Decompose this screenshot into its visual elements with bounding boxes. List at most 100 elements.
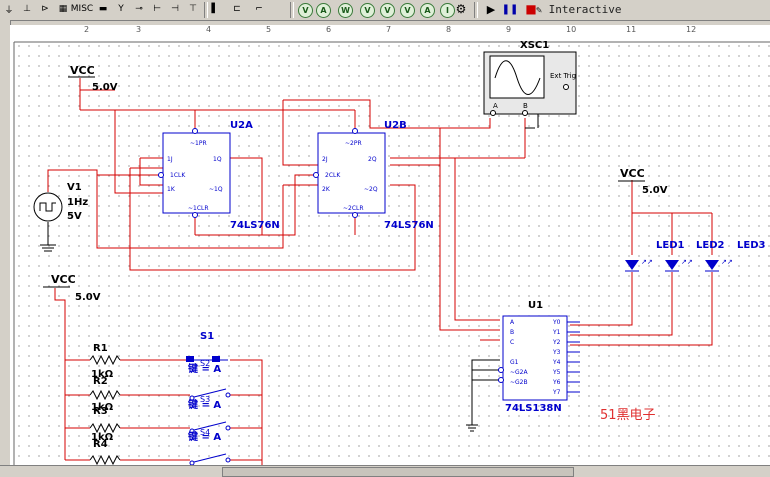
vcc-voltage: 5.0V: [92, 82, 118, 93]
bus-icon[interactable]: ▌: [211, 4, 219, 14]
pause-icon[interactable]: ❚❚: [501, 3, 519, 15]
vcc-voltage: 5.0V: [75, 292, 101, 303]
ext-trig-label: Ext Trig: [550, 72, 576, 80]
ruler-number: 12: [686, 25, 697, 34]
indicator-icon[interactable]: ▬: [98, 4, 108, 14]
led-1[interactable]: ↗↗ LED1: [625, 240, 685, 272]
vcc-left[interactable]: VCC 5.0V: [43, 273, 101, 303]
pin-label: Y1: [552, 329, 561, 336]
ruler-number: 7: [386, 25, 392, 34]
ground-wires: [40, 80, 576, 432]
ground-icon[interactable]: ⊥: [23, 4, 31, 14]
channel-a-label: A: [493, 102, 498, 110]
stop-icon[interactable]: ■: [525, 2, 537, 16]
resistor-value: 1kΩ: [91, 432, 114, 443]
resistor-value: 1kΩ: [91, 369, 114, 380]
ruler-number: 9: [506, 25, 512, 34]
switch-key-label: 键 = A: [187, 362, 221, 375]
pin-label: 2J: [322, 156, 328, 163]
wrench-icon: ✎: [536, 5, 543, 16]
u2a-name: U2A: [230, 120, 253, 131]
svg-text:↗↗: ↗↗: [681, 258, 693, 266]
analysis-button-2[interactable]: A: [316, 3, 331, 18]
pin-label: ~1PR: [190, 140, 207, 147]
electromech-icon[interactable]: ⊤: [189, 4, 197, 14]
u2a-flipflop[interactable]: U2A 74LS76N ~1PR 1J 1CLK 1K 1Q ~1Q ~1CLR: [158, 120, 280, 231]
scrollbar-thumb[interactable]: [222, 467, 574, 477]
analysis-button-6[interactable]: V: [400, 3, 415, 18]
top-ruler: 2 3 4 5 6 7 8 9 10 11 12: [10, 25, 770, 38]
xsc1-name: XSC1: [520, 40, 549, 51]
ruler-number: 3: [136, 25, 142, 34]
ruler-number: 2: [84, 25, 90, 34]
led-3[interactable]: ↗↗ LED3: [705, 240, 766, 272]
v1-source[interactable]: V1 1Hz 5V: [33, 182, 88, 222]
ruler-number: 11: [626, 25, 637, 34]
pin-label: Y2: [552, 339, 561, 346]
pin-label: Y3: [552, 349, 561, 356]
switch-key-label: 键 = A: [187, 398, 221, 411]
hierarchy-icon[interactable]: ⊏: [233, 4, 241, 14]
resistor-name: R1: [93, 343, 108, 354]
analysis-button-5[interactable]: V: [380, 3, 395, 18]
transistor-icon[interactable]: ⊳: [41, 4, 49, 14]
u1-name: U1: [528, 300, 543, 311]
pin-label: 2K: [322, 186, 331, 193]
v1-name: V1: [67, 182, 82, 193]
antenna-icon[interactable]: Y: [118, 4, 124, 14]
resistor-zigzags: [89, 354, 121, 465]
u1-part: 74LS138N: [505, 403, 562, 414]
pin-label: ~G2A: [510, 369, 528, 376]
vcc-right[interactable]: VCC 5.0V: [618, 167, 668, 196]
decoder-u1[interactable]: U1 74LS138N A B C G1 ~G2A ~G2B Y0 Y1 Y2 …: [498, 300, 581, 414]
analysis-button-4[interactable]: V: [360, 3, 375, 18]
u2b-flipflop[interactable]: U2B 74LS76N ~2PR 2J 2CLK 2K 2Q ~2Q ~2CLR: [313, 120, 434, 231]
channel-b-label: B: [523, 102, 528, 110]
resistor-name: R2: [93, 376, 108, 387]
u2b-part: 74LS76N: [384, 220, 434, 231]
switch-sub-label: S3: [200, 395, 210, 404]
pin-label: ~G2B: [510, 379, 528, 386]
pin-label: C: [510, 339, 514, 346]
horizontal-scrollbar[interactable]: [0, 465, 770, 477]
switch-s3[interactable]: 键 = A S3: [187, 388, 231, 411]
pin-label: ~1CLR: [188, 205, 209, 212]
chip-icon[interactable]: ▦: [58, 4, 68, 14]
schematic-canvas[interactable]: VCC 5.0V VCC 5.0V VCC 5.0V V1 1Hz 5V U2A…: [10, 37, 770, 465]
pin-label: ~2Q: [364, 186, 378, 193]
vcc-top[interactable]: VCC 5.0V: [68, 64, 118, 93]
simulation-mode-label: ✎ Interactive: [536, 3, 622, 16]
v1-volt: 5V: [67, 211, 82, 222]
ruler-number: 8: [446, 25, 452, 34]
led-2[interactable]: ↗↗ LED2: [665, 240, 725, 272]
pin-label: B: [510, 329, 514, 336]
analysis-button-8[interactable]: I: [440, 3, 455, 18]
misc-button[interactable]: MISC: [70, 4, 94, 14]
pin-label: 2CLK: [325, 172, 341, 179]
probe-icon[interactable]: ⊸: [135, 4, 143, 14]
pin-label: G1: [510, 359, 519, 366]
watermark-text: 51黑电子: [600, 408, 656, 423]
pin-label: ~2PR: [345, 140, 362, 147]
switch-s5[interactable]: [189, 453, 231, 465]
vcc-label: VCC: [51, 273, 76, 286]
power-icon[interactable]: ⏚: [4, 5, 14, 16]
resistor-labels: R1 1kΩ R2 1kΩ R3 1kΩ R4: [91, 343, 114, 450]
misc-icon[interactable]: ⊢: [153, 4, 161, 14]
switch-s4[interactable]: 键 = A S4: [187, 421, 231, 443]
switch-sub-label: S2: [200, 359, 210, 368]
analysis-button-3[interactable]: W: [338, 3, 353, 18]
analysis-button-1[interactable]: V: [298, 3, 313, 18]
rf-icon[interactable]: ⊣: [171, 4, 179, 14]
ruler-number: 4: [206, 25, 212, 34]
analysis-button-7[interactable]: A: [420, 3, 435, 18]
gear-icon[interactable]: ⚙: [455, 2, 467, 16]
switch-s1[interactable]: S1 键 = A S2: [186, 331, 228, 375]
oscilloscope-xsc1[interactable]: XSC1 Ext Trig A B: [483, 40, 577, 116]
toolbar: ⏚ ⊥ ⊳ ▦ MISC ▬ Y ⊸ ⊢ ⊣ ⊤ ▌ ⊏ ⌐ V A W V V…: [0, 0, 770, 21]
pin-label: 1K: [167, 186, 176, 193]
play-icon[interactable]: ▶: [486, 2, 496, 16]
ruler-number: 6: [326, 25, 332, 34]
connector-icon[interactable]: ⌐: [255, 4, 263, 14]
led-label: LED3: [737, 240, 766, 251]
